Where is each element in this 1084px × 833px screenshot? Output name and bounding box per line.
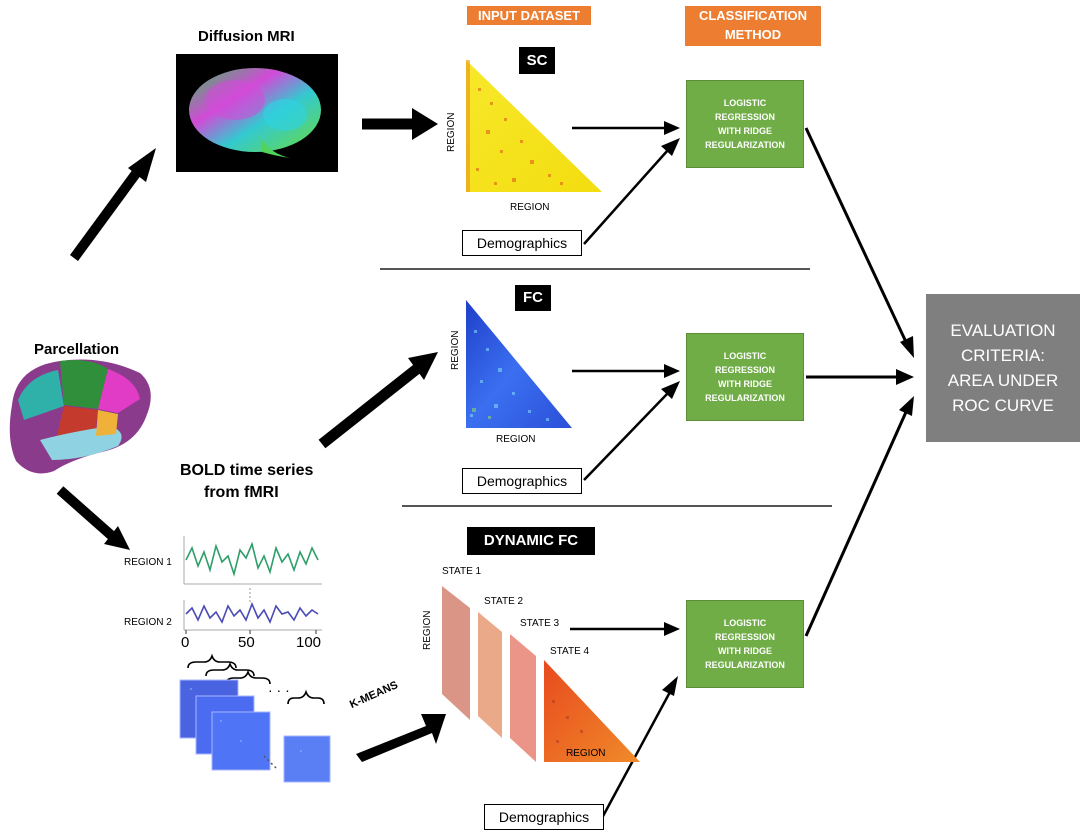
dfc-ylabel: REGION [422, 610, 433, 650]
evaluation-line3: AREA UNDER [947, 371, 1059, 390]
method-line4: REGULARIZATION [705, 393, 785, 403]
method-line4: REGULARIZATION [705, 660, 785, 670]
dfc-xlabel: REGION [566, 748, 606, 759]
state-4-label: STATE 4 [550, 646, 590, 657]
classification-method-header: CLASSIFICATION METHOD [685, 6, 821, 46]
method-line2: REGRESSION [714, 365, 775, 375]
evaluation-line1: EVALUATION [950, 321, 1056, 340]
sc-xlabel: REGION [510, 202, 550, 213]
parcellation-label: Parcellation [34, 341, 120, 358]
method-box-dfc: LOGISTIC REGRESSION WITH RIDGE REGULARIZ… [686, 600, 804, 688]
axis-tick-0: 0 [181, 634, 190, 651]
region1-label: REGION 1 [124, 557, 172, 568]
axis-tick-50: 50 [238, 634, 255, 651]
input-dataset-header: INPUT DATASET [467, 6, 591, 25]
method-line4: REGULARIZATION [705, 140, 785, 150]
evaluation-line2: CRITERIA: [960, 346, 1046, 365]
fc-matrix [466, 300, 572, 428]
dynamic-fc-title: DYNAMIC FC [467, 527, 595, 555]
method-line1: LOGISTIC [723, 98, 767, 108]
window-braces [187, 653, 325, 705]
parcellation-brain-image [9, 359, 151, 474]
diffusion-mri-image [176, 54, 338, 172]
diffusion-mri-label: Diffusion MRI [198, 28, 295, 45]
method-line2: REGRESSION [714, 632, 775, 642]
method-line3: WITH RIDGE [717, 646, 772, 656]
fc-demographics-box: Demographics [462, 468, 582, 494]
sc-demographics-box: Demographics [462, 230, 582, 256]
method-line2: REGRESSION [714, 112, 775, 122]
divider-1 [380, 268, 810, 270]
fc-ylabel: REGION [450, 330, 461, 370]
dynamic-fc-states [442, 586, 640, 762]
method-box-fc: LOGISTIC REGRESSION WITH RIDGE REGULARIZ… [686, 333, 804, 421]
state-1-label: STATE 1 [442, 566, 482, 577]
fc-title: FC [515, 285, 551, 311]
bold-label-line1: BOLD time series [180, 462, 314, 479]
state-3-label: STATE 3 [520, 618, 560, 629]
fc-xlabel: REGION [496, 434, 536, 445]
bold-time-series-plot [183, 536, 322, 634]
windowed-fc-matrices [179, 679, 331, 783]
method-line3: WITH RIDGE [717, 379, 772, 389]
state-2-label: STATE 2 [484, 596, 524, 607]
axis-tick-100: 100 [296, 634, 322, 651]
method-line1: LOGISTIC [723, 351, 767, 361]
method-box-sc: LOGISTIC REGRESSION WITH RIDGE REGULARIZ… [686, 80, 804, 168]
sc-matrix [466, 60, 602, 192]
method-line1: LOGISTIC [723, 618, 767, 628]
windows-dots: · · · [268, 682, 290, 698]
dfc-demographics-box: Demographics [484, 804, 604, 830]
region2-label: REGION 2 [124, 617, 172, 628]
evaluation-box: EVALUATION CRITERIA: AREA UNDER ROC CURV… [926, 294, 1080, 442]
evaluation-line4: ROC CURVE [952, 396, 1054, 415]
sc-ylabel: REGION [446, 112, 457, 152]
sc-title: SC [519, 47, 555, 74]
divider-2 [402, 505, 832, 507]
bold-label-line2: from fMRI [204, 484, 279, 501]
method-line3: WITH RIDGE [717, 126, 772, 136]
